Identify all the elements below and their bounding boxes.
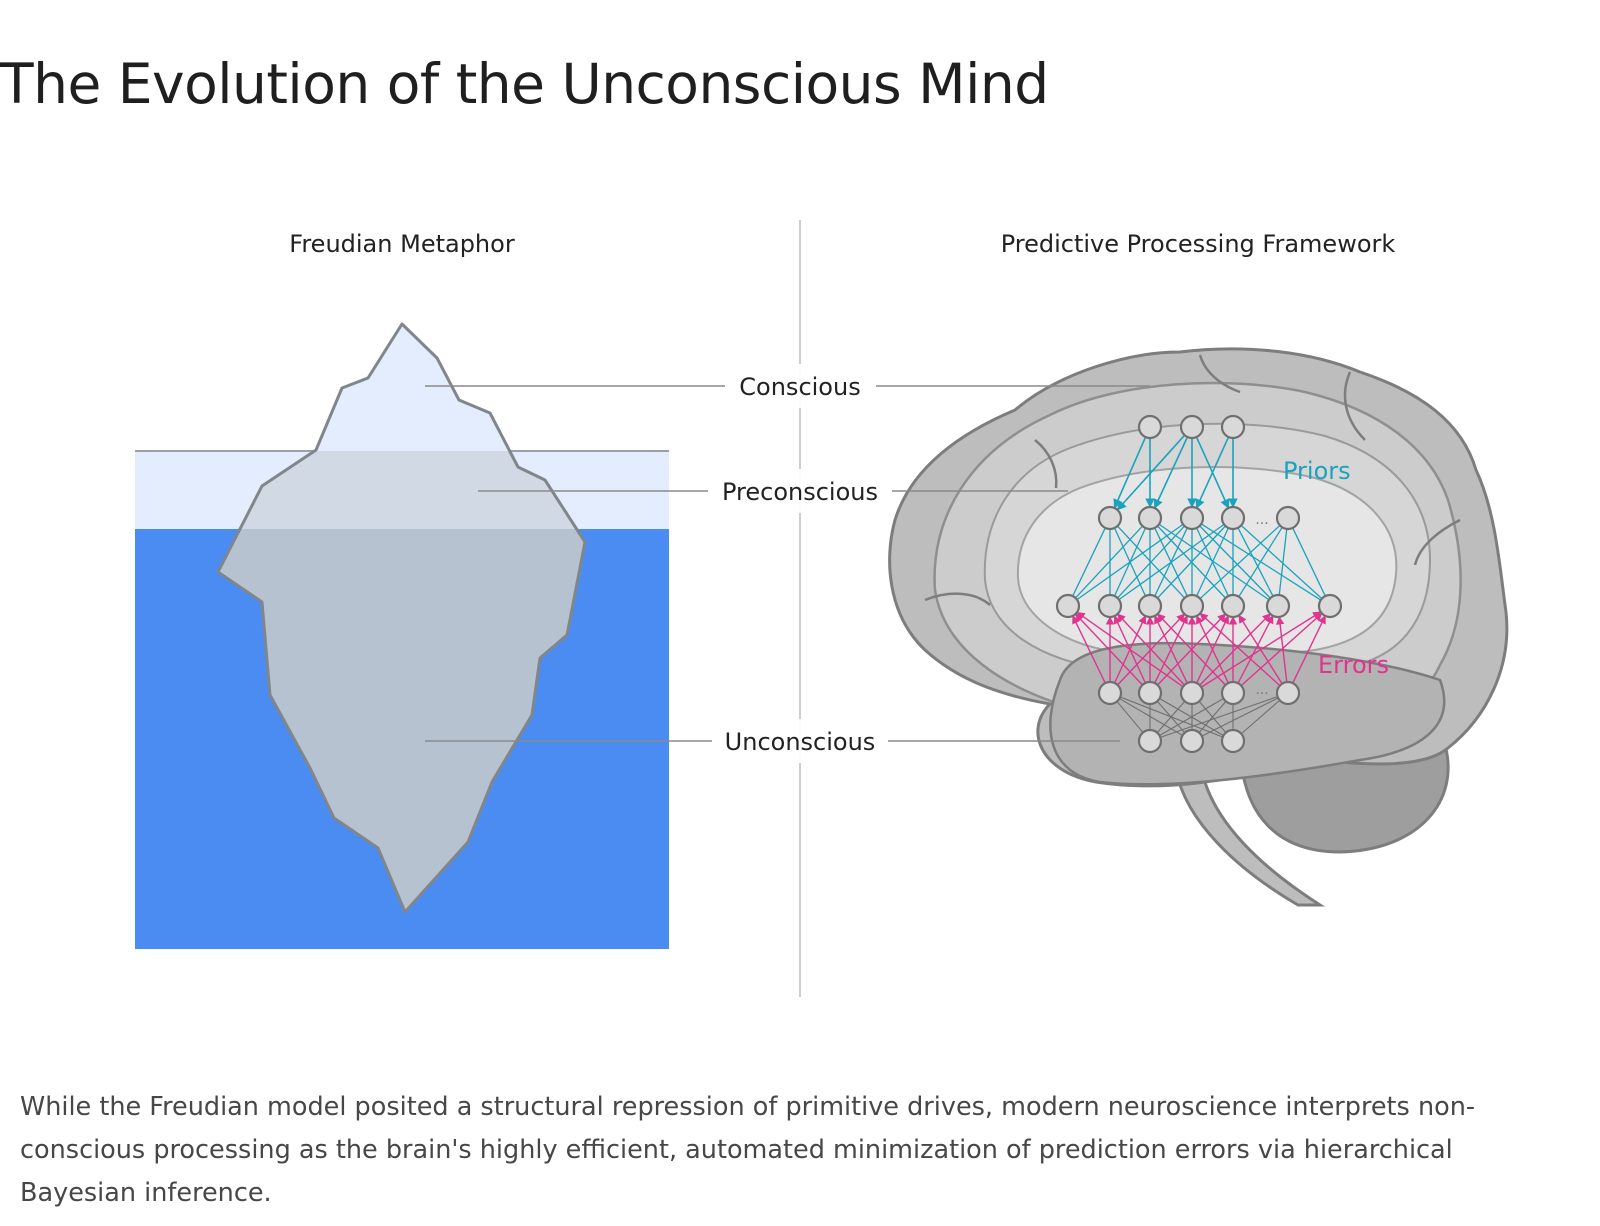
- network-node: [1275, 505, 1301, 531]
- network-node: [1097, 505, 1123, 531]
- prior-edge: [1072, 527, 1106, 597]
- prior-edge: [1157, 525, 1226, 599]
- prior-edge: [1278, 528, 1288, 596]
- sensory-edge: [1160, 696, 1278, 738]
- network-node: [1137, 505, 1163, 531]
- network-node: [1220, 505, 1246, 531]
- error-arrow: [1154, 615, 1188, 684]
- sensory-edge: [1198, 701, 1227, 733]
- prior-edge: [1075, 525, 1143, 599]
- network-node: [1275, 680, 1301, 706]
- network-node: [1137, 593, 1163, 619]
- sensory-edge: [1159, 698, 1224, 736]
- error-arrow: [1237, 615, 1274, 684]
- prior-arrow: [1116, 434, 1186, 511]
- prior-edge: [1238, 526, 1283, 598]
- sensory-edge: [1119, 698, 1183, 736]
- prior-edge: [1199, 525, 1271, 599]
- network-node: [1265, 593, 1291, 619]
- error-arrow: [1240, 612, 1323, 687]
- network-node: [1179, 505, 1205, 531]
- network-node: [1055, 593, 1081, 619]
- errors-label: Errors: [1318, 651, 1389, 679]
- network-node: [1220, 680, 1246, 706]
- network-node: [1179, 728, 1205, 754]
- network-node: [1137, 728, 1163, 754]
- network-node: [1097, 680, 1123, 706]
- brain-sulcus: [1198, 354, 1241, 394]
- page-title: The Evolution of the Unconscious Mind: [0, 52, 1049, 116]
- network-node: [1317, 593, 1343, 619]
- prior-edge: [1292, 527, 1326, 597]
- error-arrow: [1196, 615, 1229, 684]
- level-label-unconscious: Unconscious: [725, 728, 876, 756]
- network-node: [1220, 593, 1246, 619]
- brain-core: [1016, 466, 1398, 658]
- prior-edge: [1117, 525, 1185, 599]
- network-node: [1179, 680, 1205, 706]
- error-arrow: [1199, 612, 1281, 687]
- prior-edge: [1199, 524, 1281, 600]
- brain-sulcus: [1034, 439, 1058, 489]
- network-node: [1137, 414, 1163, 440]
- network-node: [1179, 414, 1205, 440]
- prior-edge: [1240, 524, 1323, 600]
- right-panel-title: Predictive Processing Framework: [1001, 230, 1396, 258]
- sensory-edge: [1116, 701, 1144, 733]
- error-arrow: [1275, 616, 1288, 683]
- error-arrow: [1116, 613, 1185, 686]
- left-panel-title: Freudian Metaphor: [289, 230, 515, 258]
- network-nodes: [1055, 414, 1343, 754]
- network-node: [1097, 593, 1123, 619]
- error-arrow: [1076, 611, 1184, 688]
- prior-edge: [1158, 523, 1270, 601]
- prior-edge: [1118, 523, 1225, 601]
- network-ellipsis: ...: [1255, 512, 1268, 528]
- brain-sulcus: [924, 592, 991, 606]
- priors-label: Priors: [1283, 457, 1351, 485]
- sensory-edge: [1120, 696, 1223, 738]
- error-arrow: [1238, 614, 1283, 685]
- prior-arrow: [1195, 436, 1230, 509]
- network-node: [1220, 414, 1246, 440]
- level-connectors: [425, 385, 1150, 742]
- error-arrow: [1157, 613, 1226, 686]
- error-arrow: [1072, 615, 1106, 684]
- figure-caption: While the Freudian model posited a struc…: [20, 1092, 1476, 1208]
- error-arrow: [1074, 613, 1143, 686]
- level-label-preconscious: Preconscious: [722, 478, 878, 506]
- network-node: [1137, 680, 1163, 706]
- level-label-conscious: Conscious: [739, 373, 860, 401]
- iceberg-illustration: [135, 322, 669, 949]
- sensory-edge: [1240, 699, 1281, 735]
- brain-sulcus: [1343, 371, 1366, 441]
- prior-arrow: [1113, 436, 1147, 509]
- network-node: [1220, 728, 1246, 754]
- prior-arrow: [1153, 436, 1189, 509]
- network-edges: [1072, 434, 1326, 738]
- network-ellipsis: ...: [1255, 682, 1268, 698]
- network-node: [1179, 593, 1205, 619]
- prior-edge: [1196, 527, 1229, 597]
- prior-edge: [1237, 527, 1274, 597]
- error-arrow: [1292, 615, 1326, 684]
- prior-edge: [1076, 523, 1184, 601]
- iceberg-vs-brain-diagram: Freudian Metaphor Predictive Processing …: [135, 220, 1509, 997]
- brain-sulcus: [1413, 518, 1461, 566]
- error-arrow: [1199, 613, 1271, 686]
